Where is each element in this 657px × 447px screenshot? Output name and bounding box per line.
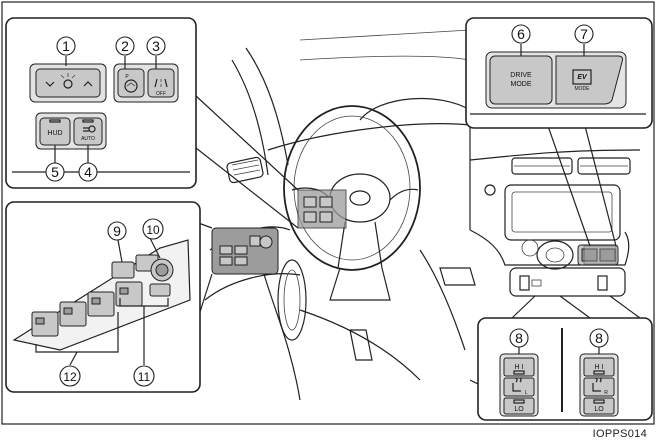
callout-4 [78,162,98,182]
callout-4-number: 4 [84,164,92,180]
drive-mode-button[interactable] [489,55,553,105]
inset-drive-mode: DRIVE MODE EV MODE 6 7 [465,17,653,129]
auto-label: AUTO [81,136,95,142]
seat-heater-area [509,267,626,297]
callout-8-left-number: 8 [515,330,523,346]
callout-11 [133,365,155,387]
callout-7-number: 7 [580,26,588,42]
callout-3-number: 3 [152,38,160,54]
callout-8-left [509,328,529,348]
inset-door-switches: 9 10 12 11 [5,201,201,393]
callout-7 [574,24,594,44]
drive-mode-label-line1: DRIVE [510,72,532,79]
callout-2-number: 2 [121,38,129,54]
seat-heater-right-lo-button[interactable] [583,397,615,415]
ev-mode-button[interactable] [555,55,623,105]
seat-heater-left-icon [503,377,535,397]
callout-6-number: 6 [517,26,525,42]
drive-mode-label-line2: MODE [511,81,532,88]
lane-departure-switch[interactable] [147,68,175,98]
seat-left-indicator: L [525,390,528,396]
seat-heater-right-lo-label: LO [594,406,604,413]
callout-9-number: 9 [113,223,121,239]
callout-2 [115,36,135,56]
seat-heater-left-hi-button[interactable] [503,357,535,377]
callout-12-number: 12 [63,370,77,384]
off-label: OFF [156,91,166,97]
seat-right-indicator: R [604,390,608,396]
mirror-select-switch[interactable] [149,283,171,297]
figure-code: IOPPS014 [592,428,647,440]
ev-mode-label: MODE [575,86,591,92]
steering-wheel [283,105,421,271]
seat-heater-left-lo-label: LO [514,406,524,413]
ev-label: EV [577,74,588,81]
seat-heater-right-hi-label: H I [595,364,604,371]
callout-3 [146,36,166,56]
headlight-beam-switch[interactable] [35,68,101,98]
callout-8-right [589,328,609,348]
inset-box-topleft [5,17,197,189]
callout-5-number: 5 [51,164,59,180]
inset-seat-heaters: H I L LO H I R LO 8 8 [477,317,653,421]
svg-text:P: P [125,74,129,80]
shift-knob [536,240,574,270]
window-lock-switch[interactable] [111,261,135,279]
seat-heater-left-hi-label: H I [515,364,524,371]
seat-heater-right-hi-button[interactable] [583,357,615,377]
inset-steering-switches: P OFF HUD AUTO 1 2 3 5 4 [5,17,197,189]
seat-heater-left-lo-button[interactable] [503,397,535,415]
callout-9 [107,221,127,241]
hud-label: HUD [47,130,62,137]
callout-11-number: 11 [138,370,151,384]
center-display [504,184,621,241]
callout-1 [56,36,76,56]
callout-1-number: 1 [62,38,70,54]
seat-heater-right-icon [583,377,615,397]
callout-10 [142,218,164,240]
callout-12 [59,365,81,387]
callout-8-right-number: 8 [595,330,603,346]
callout-10-number: 10 [146,223,160,237]
callout-6 [511,24,531,44]
callout-5 [45,162,65,182]
